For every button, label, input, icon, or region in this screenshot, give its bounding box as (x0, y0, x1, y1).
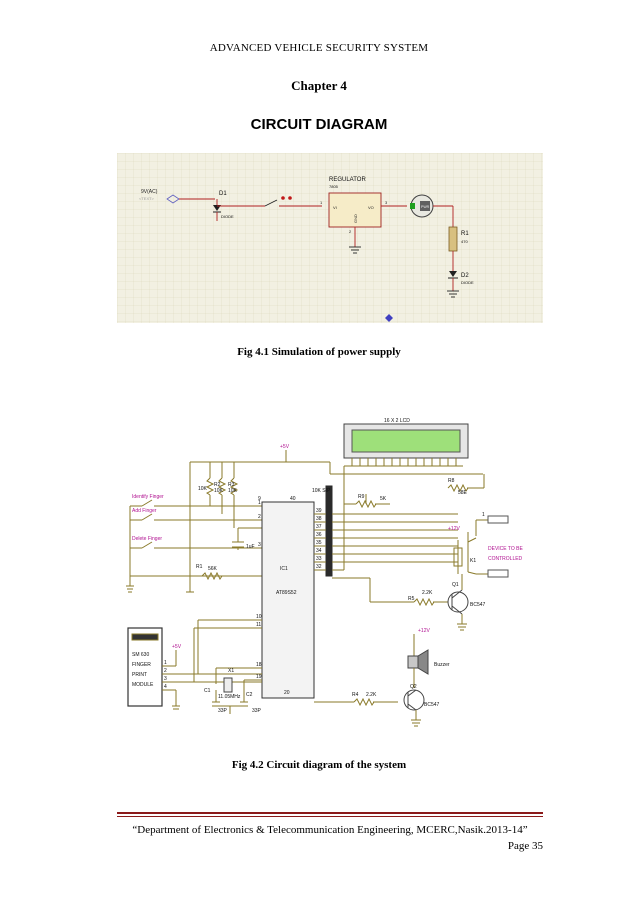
module-pin-4: 4 (164, 684, 167, 690)
footer-rule-thick (117, 812, 543, 814)
r1-value: 470 (461, 239, 468, 244)
c2-value: 33P (252, 708, 262, 714)
plus12-buzzer: +12V (418, 628, 430, 634)
figure-4-2-caption: Fig 4.2 Circuit diagram of the system (231, 759, 407, 771)
d2-part: DIODE (461, 280, 474, 285)
r4-label: R4 (352, 692, 359, 698)
reg-pin-out: 3 (385, 200, 388, 205)
relay-pin-1: 1 (482, 512, 485, 518)
running-header: ADVANCED VEHICLE SECURITY SYSTEM (209, 42, 429, 54)
lamp-label: PWR (421, 205, 430, 209)
module-label-1: SM 630 (132, 652, 149, 658)
power-supply-schematic: 9V(AC) <TEXT> D1 DIODE REGULATOR 7805 1 … (117, 153, 543, 323)
identify-finger-label: Identify Finger (132, 494, 164, 500)
page-number: Page 35 (507, 840, 543, 852)
r1-label: R1 (196, 564, 203, 570)
r3-value: 10K (228, 488, 238, 494)
reg-gnd: GND (353, 214, 358, 223)
r8-label: R8 (448, 478, 455, 484)
c1-value: 33P (218, 708, 228, 714)
reg-gnd-pin: 2 (349, 229, 352, 234)
delete-finger-label: Delete Finger (132, 536, 162, 542)
q1-part: BC547 (470, 602, 486, 608)
x1-label: X1 (228, 668, 234, 674)
sip-label: 10K SIP (312, 488, 331, 494)
add-finger-label: Add Finger (132, 508, 157, 514)
footer-department: “Department of Electronics & Telecommuni… (132, 824, 528, 836)
module-vcc: +5V (172, 644, 182, 650)
d1-part: DIODE (221, 214, 234, 219)
reg-pin-in: 1 (320, 200, 323, 205)
r5-label: R5 (408, 596, 415, 602)
pin-32: 32 (316, 564, 322, 570)
r8-value: 58E (458, 490, 468, 496)
figure-4-1-caption: Fig 4.1 Simulation of power supply (237, 346, 401, 358)
pin-1: 1 (258, 500, 261, 506)
module-label-4: MODULE (132, 682, 154, 688)
vcc-label: +5V (280, 444, 290, 450)
pin-38: 38 (316, 516, 322, 522)
r3-label: R3 (228, 482, 235, 488)
r2-label: R2 (214, 482, 221, 488)
module-pin-1: 1 (164, 660, 167, 666)
device-label-2: CONTROLLED (488, 556, 523, 562)
footer-rule-thin (117, 816, 543, 817)
pin-19: 19 (256, 674, 262, 680)
c2-label: C2 (246, 692, 253, 698)
chapter-label: Chapter 4 (291, 78, 347, 93)
r10k-label: 10K (198, 486, 208, 492)
r2-value: 10K (214, 488, 224, 494)
q2-part: BC547 (424, 702, 440, 708)
input-text-tag: <TEXT> (139, 196, 155, 201)
pin-10: 10 (256, 614, 262, 620)
chapter-title: CIRCUIT DIAGRAM (250, 116, 388, 133)
d1-label: D1 (219, 191, 227, 197)
pin-39: 39 (316, 508, 322, 514)
reg-vi: VI (333, 205, 337, 210)
pin-9: 9 (258, 496, 261, 502)
ic-label: IC1 (280, 566, 288, 572)
r1-label: R1 (461, 231, 469, 237)
c1-label: C1 (204, 688, 211, 694)
cap-label: 1uF (246, 544, 255, 550)
d2-label: D2 (461, 273, 469, 279)
xtal-label: 11.05MHz (218, 694, 241, 700)
pin-20: 20 (284, 690, 290, 696)
pin-11: 11 (256, 622, 261, 628)
plus12-relay: +12V (448, 526, 460, 532)
regulator-label: REGULATOR (329, 177, 366, 183)
relay-label: K1 (470, 558, 476, 564)
module-pin-2: 2 (164, 668, 167, 674)
reg-vo: VO (368, 205, 374, 210)
pin-40: 40 (290, 496, 296, 502)
lcd-label: 16 X 2 LCD (384, 418, 410, 424)
module-label-3: PRINT (132, 672, 147, 678)
pot-r9: R9 (358, 494, 365, 500)
r5-value: 2.2K (422, 590, 433, 596)
pin-37: 37 (316, 524, 322, 530)
q1-label: Q1 (452, 582, 459, 588)
q2-label: Q2 (410, 684, 417, 690)
r1-value: 56K (208, 566, 218, 572)
pin-3: 3 (258, 542, 261, 548)
pot-value: 5K (380, 496, 387, 502)
module-label-2: FINGER (132, 662, 151, 668)
pin-18: 18 (256, 662, 262, 668)
pin-33: 33 (316, 556, 322, 562)
system-circuit-schematic: 16 X 2 LCD +5V 10K R2 10K R3 10K 10K SIP… (126, 418, 523, 727)
pin-34: 34 (316, 548, 322, 554)
buzzer-label: Buzzer (434, 662, 450, 668)
pin-35: 35 (316, 540, 322, 546)
pin-36: 36 (316, 532, 322, 538)
ic-part: AT89S52 (276, 590, 297, 596)
device-label-1: DEVICE TO BE (488, 546, 523, 552)
module-pin-3: 3 (164, 676, 167, 682)
pin-2: 2 (258, 514, 261, 520)
r4-value: 2.2K (366, 692, 377, 698)
regulator-part: 7805 (329, 184, 339, 189)
input-label: 9V(AC) (141, 189, 158, 195)
